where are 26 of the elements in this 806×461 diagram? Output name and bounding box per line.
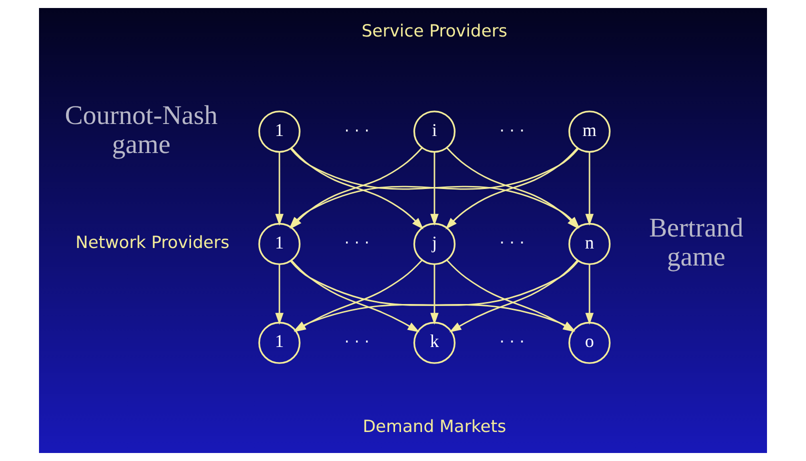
- label: · · ·: [499, 332, 524, 351]
- node-circle: n: [568, 222, 611, 266]
- label: Service Providers: [362, 20, 508, 41]
- node-circle: 1: [258, 222, 300, 266]
- node-circle: k: [413, 322, 456, 364]
- label: · · ·: [344, 233, 370, 252]
- arrow: [275, 264, 284, 325]
- label: · · ·: [499, 120, 524, 140]
- arrow: [585, 152, 594, 226]
- label: · · ·: [344, 120, 370, 140]
- arrow: [430, 264, 439, 325]
- label: · · ·: [499, 233, 524, 252]
- arrow: [430, 152, 439, 226]
- node-circle: o: [568, 322, 611, 364]
- label: Network Providers: [76, 232, 230, 252]
- label: Demand Markets: [362, 416, 506, 436]
- node-circle: 1: [258, 322, 300, 364]
- arrow: [275, 152, 284, 226]
- label: · · ·: [344, 332, 370, 351]
- node-circle: i: [413, 110, 456, 153]
- node-circle: j: [413, 222, 456, 266]
- label: Cournot-Nash game: [64, 100, 218, 160]
- arrow: [585, 264, 594, 325]
- node-circle: 1: [258, 110, 300, 153]
- label: Bertrand game: [649, 212, 744, 272]
- node-circle: m: [568, 110, 611, 153]
